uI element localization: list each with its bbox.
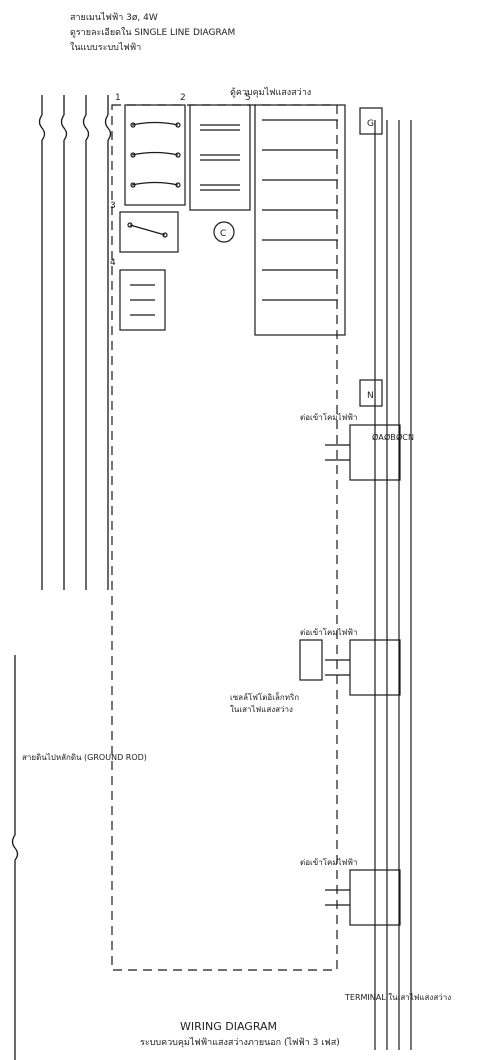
junction-label-1: ต่อเข้าโคมไฟฟ้า xyxy=(300,412,357,422)
callout-3: 3 xyxy=(110,201,116,211)
phase-label-b: ØB xyxy=(384,432,396,442)
photocell-sensor xyxy=(119,269,166,331)
selector-switch xyxy=(119,211,179,253)
contactor xyxy=(189,104,251,211)
junction-box-3 xyxy=(325,869,401,926)
junction-label-2: ต่อเข้าโคมไฟฟ้า xyxy=(300,627,357,637)
callout-5: 5 xyxy=(245,93,251,103)
pole-photocell xyxy=(299,639,323,681)
ground-box-label: G xyxy=(367,119,374,129)
callout-4: 4 xyxy=(110,258,116,268)
supply-line-2: ดูรายละเอียดใน SINGLE LINE DIAGRAM xyxy=(70,27,235,38)
incoming-supply-wires xyxy=(38,95,112,590)
callout-1: 1 xyxy=(115,93,121,103)
terminal-label: TERMINAL ในเสาไฟแสงสว่าง xyxy=(344,993,451,1002)
diagram-title: WIRING DIAGRAM xyxy=(180,1020,277,1033)
main-breaker xyxy=(124,104,186,206)
phase-label-a: ØA xyxy=(372,432,384,442)
junction-box-1 xyxy=(325,424,401,481)
junction-label-3: ต่อเข้าโคมไฟฟ้า xyxy=(300,857,357,867)
outgoing-bus xyxy=(374,120,412,1050)
junction-box-2 xyxy=(325,639,401,696)
photocell-label-1: เซลล์โฟโตอิเล็กทริก xyxy=(230,692,299,702)
neutral-box xyxy=(359,379,383,407)
ground-box xyxy=(359,107,383,135)
photocell-label-2: ในเสาไฟแสงสว่าง xyxy=(230,705,293,714)
diagram-subtitle: ระบบควบคุมไฟฟ้าแสงสว่างภายนอก (ไฟฟ้า 3 เ… xyxy=(140,1037,340,1048)
ground-wire xyxy=(11,655,19,1060)
contactor-coil xyxy=(213,221,235,243)
branch-breakers xyxy=(254,104,346,336)
cabinet-label: ตู้ควบคุมไฟแสงสว่าง xyxy=(230,87,311,98)
phase-label-c: ØC xyxy=(396,432,408,442)
ground-rod-label: สายดินไปหลักดิน (GROUND ROD) xyxy=(22,753,147,762)
supply-line-1: สายเมนไฟฟ้า 3ø, 4W xyxy=(70,12,158,23)
neutral-box-label: N xyxy=(367,391,374,401)
supply-line-3: ในแบบระบบไฟฟ้า xyxy=(70,42,141,53)
callout-2: 2 xyxy=(180,93,186,103)
neutral-label: N xyxy=(408,433,414,442)
contactor-label: C xyxy=(220,229,226,239)
